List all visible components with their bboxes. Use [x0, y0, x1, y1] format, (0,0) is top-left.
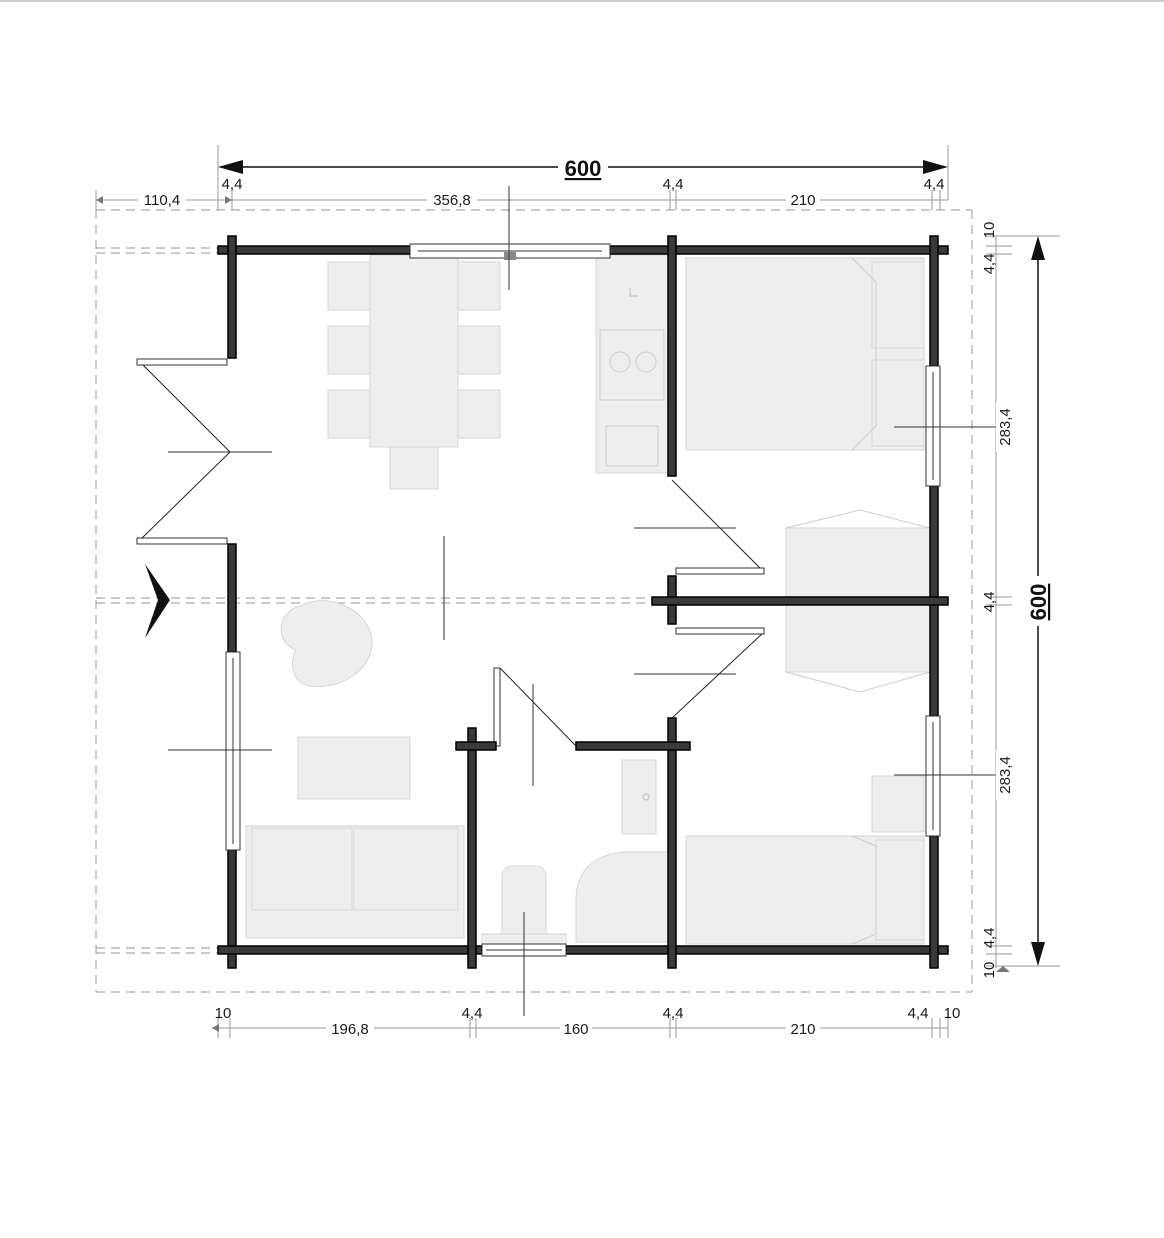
top-dim-1: 110,4 — [144, 192, 180, 209]
dining-set — [327, 254, 501, 490]
top-dim-4: 4,4 — [663, 176, 684, 193]
right-total-dimension: 600 — [1026, 236, 1051, 966]
top-dim-5: 210 — [790, 192, 815, 209]
right-dim-3: 283,4 — [997, 408, 1014, 446]
bottom-dim-1: 10 — [215, 1005, 232, 1022]
bottom-dim-2: 196,8 — [331, 1021, 369, 1038]
entrance-arrow-icon — [145, 564, 170, 638]
top-dimension-chain: 110,4 4,4 356,8 4,4 210 4,4 — [95, 176, 948, 210]
right-dim-1: 10 — [981, 222, 998, 239]
top-dim-2: 4,4 — [222, 176, 243, 193]
top-total-dimension: 600 — [217, 145, 949, 200]
right-dim-2: 4,4 — [981, 254, 998, 275]
bottom-dim-7: 4,4 — [908, 1005, 929, 1022]
windows — [225, 243, 941, 957]
reference-lines — [168, 186, 998, 1016]
bottom-dim-5: 4,4 — [663, 1005, 684, 1022]
bottom-dim-4: 160 — [563, 1021, 588, 1038]
kitchen-counter — [595, 254, 669, 474]
bottom-dim-3: 4,4 — [462, 1005, 483, 1022]
roof-outline — [95, 209, 973, 993]
living-area-furniture — [245, 600, 465, 939]
doors — [136, 358, 765, 747]
bottom-dimension-chain: 10 196,8 4,4 160 4,4 210 4,4 10 — [212, 1005, 960, 1038]
bathroom-fixtures — [481, 759, 669, 947]
top-total-label: 600 — [565, 156, 602, 181]
bedroom-2-bed — [685, 775, 925, 945]
top-dim-3: 356,8 — [433, 192, 471, 209]
top-dim-6: 4,4 — [924, 176, 945, 193]
bottom-dim-6: 210 — [790, 1021, 815, 1038]
bottom-dim-8: 10 — [944, 1005, 961, 1022]
right-dim-6: 4,4 — [981, 928, 998, 949]
right-dim-4: 4,4 — [981, 592, 998, 613]
right-dim-7: 10 — [981, 962, 998, 979]
right-total-label: 600 — [1026, 584, 1051, 621]
right-dimension-chain: 10 4,4 283,4 4,4 283,4 4,4 10 — [981, 222, 1060, 979]
bedroom-1-double-bed — [685, 257, 925, 451]
right-dim-5: 283,4 — [997, 756, 1014, 794]
